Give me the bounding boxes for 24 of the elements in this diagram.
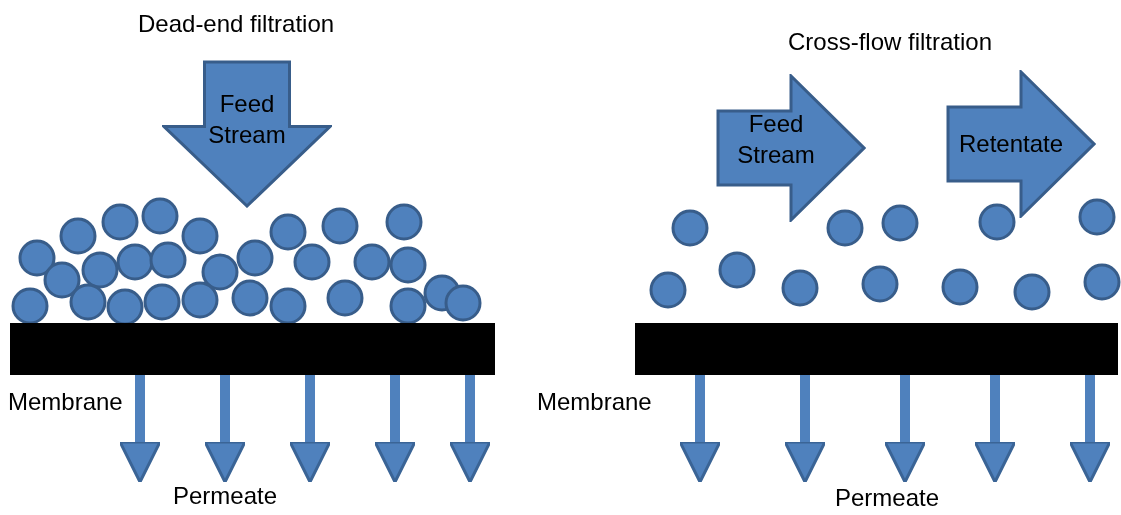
permeate-arrow: [203, 375, 247, 484]
arrow-label: Retentate: [959, 129, 1064, 159]
arrow-label: Feed Stream: [207, 89, 287, 151]
panel-heading: Cross-flow filtration: [788, 28, 993, 56]
block-arrow: [162, 60, 332, 208]
panel-heading: Dead-end filtration: [138, 10, 335, 38]
membrane-label: Membrane: [537, 388, 652, 416]
permeate-label: Permeate: [835, 484, 940, 512]
permeate-arrow: [373, 375, 417, 484]
permeate-arrow: [678, 375, 722, 484]
permeate-arrow: [1068, 375, 1112, 484]
block-arrow: [946, 70, 1096, 218]
membrane-label: Membrane: [8, 388, 123, 416]
permeate-arrow: [883, 375, 927, 484]
block-arrow: [716, 74, 866, 222]
permeate-arrow: [783, 375, 827, 484]
permeate-arrow: [118, 375, 162, 484]
membrane-bar: [635, 323, 1118, 375]
permeate-arrow: [288, 375, 332, 484]
permeate-arrow: [973, 375, 1017, 484]
membrane-bar: [10, 323, 495, 375]
permeate-label: Permeate: [173, 482, 278, 510]
arrow-label: Feed Stream: [736, 109, 816, 171]
permeate-arrow: [448, 375, 492, 484]
